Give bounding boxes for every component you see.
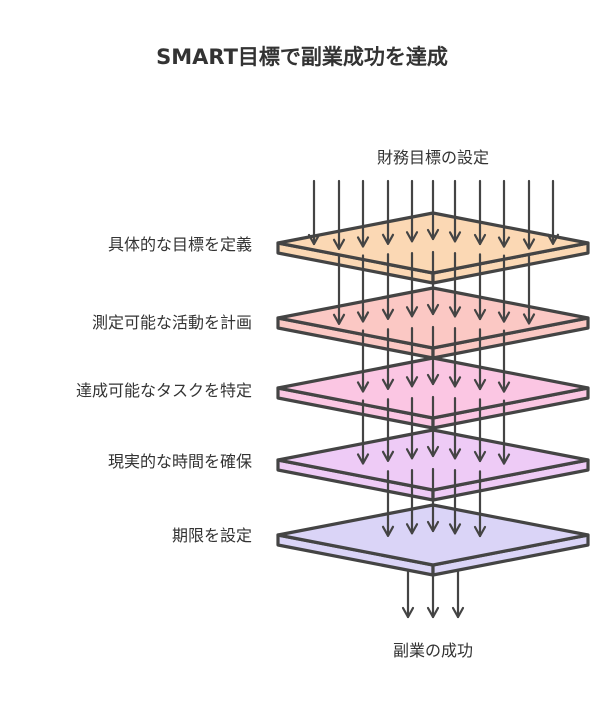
flow-arrow bbox=[405, 179, 419, 243]
layer-4 bbox=[276, 395, 590, 502]
layer-4-top-face bbox=[276, 428, 590, 492]
flow-arrow bbox=[405, 251, 419, 318]
layer-label-3: 達成可能なタスクを特定 bbox=[76, 381, 252, 400]
flow-arrow bbox=[448, 397, 462, 460]
flow-arrow bbox=[356, 329, 370, 393]
flow-arrow bbox=[473, 398, 487, 463]
flow-arrow bbox=[448, 327, 462, 388]
layer-3-arrows bbox=[356, 325, 511, 393]
flow-arrow bbox=[426, 395, 440, 458]
flow-arrow bbox=[426, 467, 440, 533]
output-arrow bbox=[401, 568, 415, 619]
layer-2-arrows bbox=[332, 250, 536, 325]
flow-arrow bbox=[497, 399, 511, 465]
flow-arrow bbox=[381, 398, 395, 462]
layer-label-2: 測定可能な活動を計画 bbox=[92, 313, 252, 332]
flow-arrow bbox=[426, 250, 440, 316]
flow-arrow bbox=[332, 255, 346, 325]
flow-arrow bbox=[332, 179, 346, 250]
layer-3 bbox=[276, 325, 590, 430]
flow-arrow bbox=[497, 254, 511, 323]
flow-arrow bbox=[448, 179, 462, 243]
layer-5-top-face bbox=[276, 503, 590, 567]
flow-arrow bbox=[307, 179, 321, 246]
flow-arrow bbox=[405, 396, 419, 460]
flow-arrow bbox=[381, 253, 395, 320]
flow-arrow bbox=[426, 179, 440, 241]
flow-arrow bbox=[405, 468, 419, 535]
flow-arrow bbox=[426, 325, 440, 386]
layer-4-arrows bbox=[356, 395, 511, 465]
layer-1-arrows bbox=[307, 179, 560, 250]
layer-2-top-face bbox=[276, 286, 590, 350]
flow-arrow bbox=[546, 179, 560, 245]
flow-arrow bbox=[473, 470, 487, 538]
layer-label-1: 具体的な目標を定義 bbox=[108, 235, 252, 254]
layer-3-top-face bbox=[276, 356, 590, 420]
layer-label-5: 期限を設定 bbox=[172, 526, 252, 545]
layer-5 bbox=[276, 467, 590, 577]
layer-1 bbox=[276, 179, 590, 285]
flow-arrow bbox=[381, 470, 395, 537]
flow-arrow bbox=[356, 399, 370, 465]
flow-arrow bbox=[473, 253, 487, 321]
output-arrow bbox=[451, 568, 465, 619]
flow-arrow bbox=[522, 179, 536, 250]
flow-arrow bbox=[473, 328, 487, 391]
layer-label-4: 現実的な時間を確保 bbox=[108, 452, 252, 471]
output-arrows bbox=[401, 568, 465, 619]
layer-5-arrows bbox=[381, 467, 487, 538]
flow-arrow bbox=[497, 329, 511, 393]
flow-arrow bbox=[448, 469, 462, 535]
flow-arrow bbox=[473, 179, 487, 246]
output-arrow bbox=[426, 568, 440, 619]
diagram-title: SMART目標で副業成功を達成 bbox=[156, 45, 448, 69]
flow-arrow bbox=[381, 179, 395, 245]
flow-arrow bbox=[356, 179, 370, 248]
flow-arrow bbox=[448, 252, 462, 318]
flow-arrow bbox=[405, 326, 419, 388]
top-label: 財務目標の設定 bbox=[377, 148, 489, 167]
layer-stack bbox=[276, 179, 590, 577]
flow-arrow bbox=[356, 254, 370, 323]
layer-1-top-face bbox=[276, 211, 590, 275]
flow-arrow bbox=[522, 255, 536, 325]
flow-arrow bbox=[497, 179, 511, 248]
bottom-label: 副業の成功 bbox=[393, 641, 473, 660]
flow-arrow bbox=[381, 328, 395, 390]
